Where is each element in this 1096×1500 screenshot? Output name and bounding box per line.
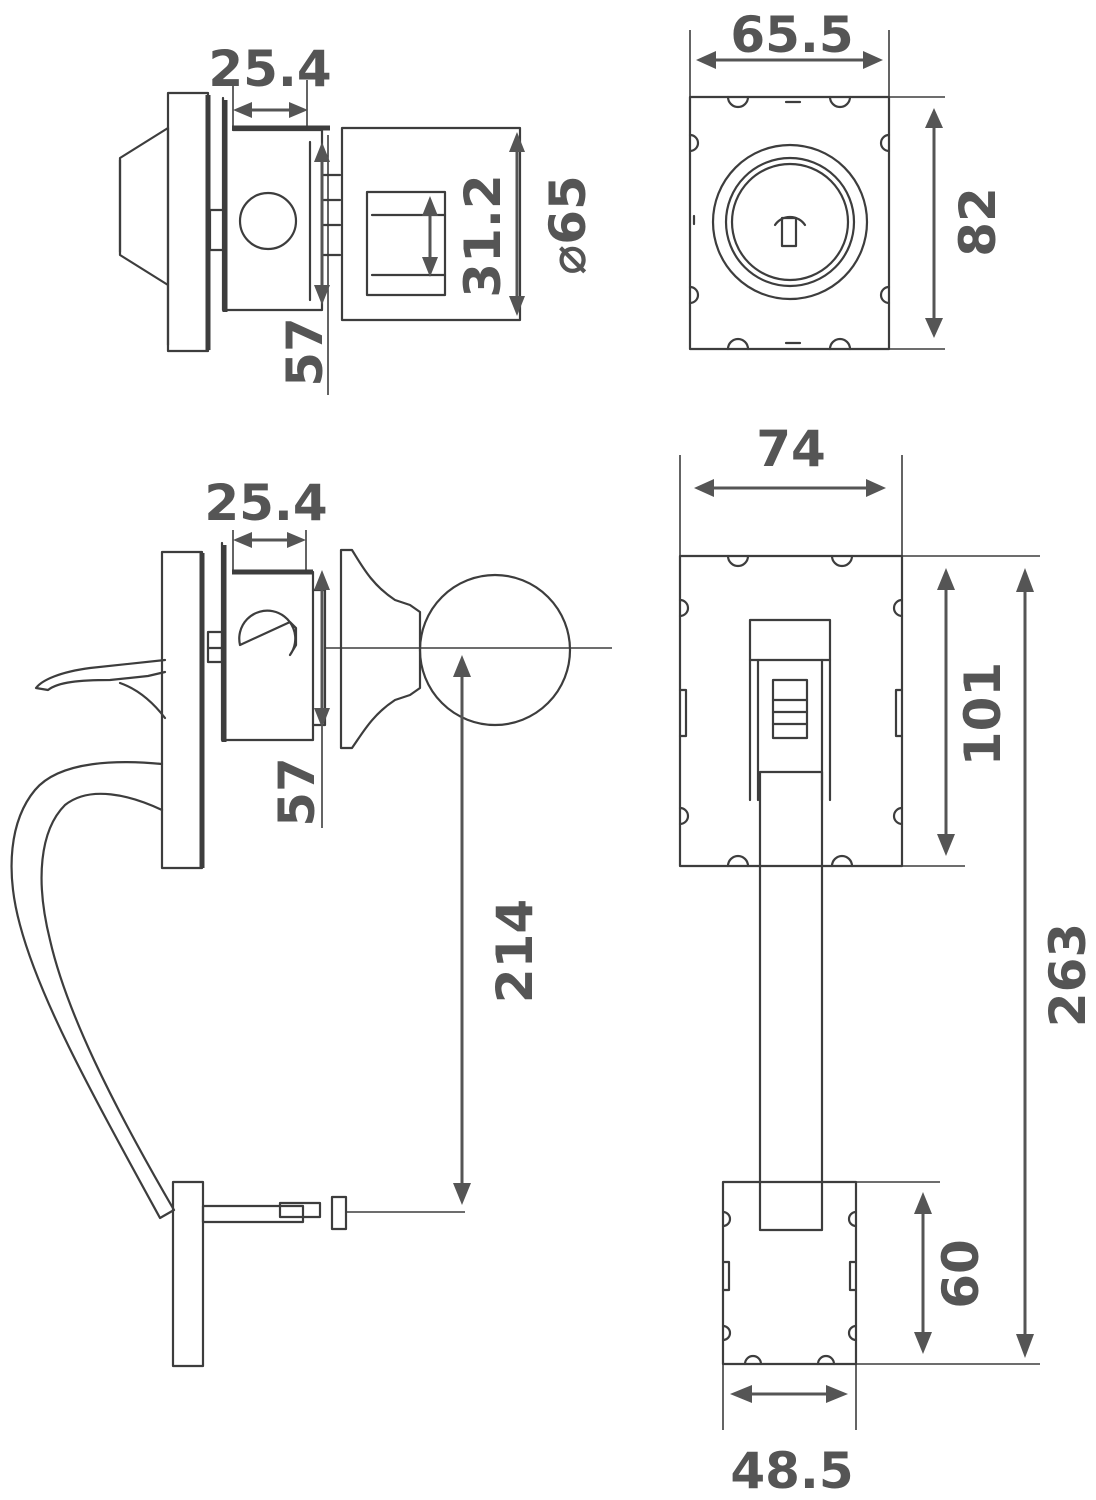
deadbolt-side-view: 25.4 57 31.2 ⌀65	[118, 40, 597, 395]
deadbolt-backset-label: 25.4	[208, 40, 331, 98]
cylinder-front-view: 65.5 82	[688, 6, 1007, 351]
upper-width-label: 74	[756, 420, 826, 478]
cylinder-height-label: 82	[949, 187, 1007, 257]
deadbolt-diameter-label: ⌀65	[539, 175, 597, 275]
handleset-latch-height-label: 57	[268, 757, 326, 827]
handleset-side-view: 25.4 57 214	[10, 474, 612, 1368]
deadbolt-latch-height-label: 57	[276, 317, 334, 387]
lower-height-label: 60	[932, 1239, 990, 1309]
upper-height-label: 101	[954, 662, 1012, 766]
grip-to-knob-label: 214	[486, 899, 544, 1003]
overall-height-label: 263	[1039, 923, 1096, 1027]
handleset-front-view: 74 101 263 60 48.5	[678, 420, 1096, 1500]
handleset-backset-label: 25.4	[204, 474, 327, 532]
cylinder-width-label: 65.5	[730, 6, 853, 64]
lower-width-label: 48.5	[730, 1442, 853, 1500]
deadbolt-inner-height-label: 31.2	[454, 174, 512, 297]
